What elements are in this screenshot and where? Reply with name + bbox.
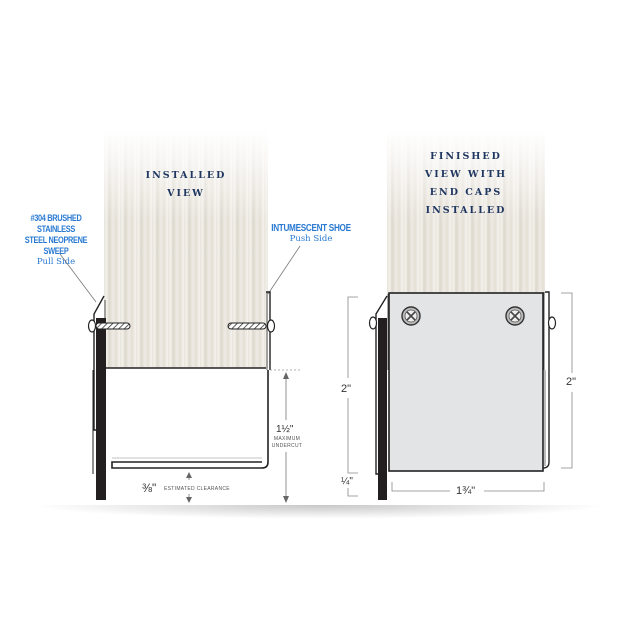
undercut-value: 1½" — [276, 424, 294, 435]
push-side-callout: INTUMESCENT SHOE Push Side — [256, 223, 366, 245]
finished-view-title: FINISHED VIEW WITH END CAPS INSTALLED — [387, 148, 545, 220]
right-door-panel — [387, 130, 545, 295]
left-height-dim: 2" — [341, 383, 352, 395]
title-line: INSTALLED — [425, 205, 507, 216]
neoprene-sweep-right — [378, 318, 387, 500]
screw-icon — [505, 306, 525, 326]
push-side-label: Push Side — [289, 234, 333, 244]
right-height-dim: 2" — [566, 376, 577, 388]
undercut-label: MAXIMUM UNDERCUT — [268, 436, 306, 450]
callout-line: INTUMESCENT SHOE — [271, 223, 351, 234]
title-line: FINISHED — [430, 151, 502, 162]
title-line: END CAPS — [429, 187, 503, 198]
floor-shadow — [30, 505, 610, 519]
clearance-label: ESTIMATED CLEARANCE — [164, 486, 230, 492]
clearance-value: ⅜" — [142, 481, 157, 495]
intumescent-shoe — [111, 370, 269, 469]
title-line: VIEW WITH — [424, 169, 508, 180]
title-line: VIEW — [167, 188, 205, 199]
undercut-label-line: MAXIMUM — [273, 436, 301, 442]
callout-line: #304 BRUSHED STAINLESS — [30, 213, 82, 234]
installed-view-title: INSTALLED VIEW — [104, 167, 268, 203]
pull-side-callout: #304 BRUSHED STAINLESS STEEL NEOPRENE SW… — [2, 213, 110, 268]
bottom-offset-dim: ¼" — [341, 476, 353, 487]
pull-side-label: Pull Side — [36, 257, 76, 267]
neoprene-sweep-left — [96, 318, 106, 500]
screw-icon — [401, 306, 421, 326]
undercut-label-line: UNDERCUT — [271, 443, 303, 449]
callout-line: STEEL NEOPRENE SWEEP — [24, 235, 88, 256]
width-dim: 1¾" — [456, 485, 476, 497]
title-line: INSTALLED — [145, 170, 227, 181]
